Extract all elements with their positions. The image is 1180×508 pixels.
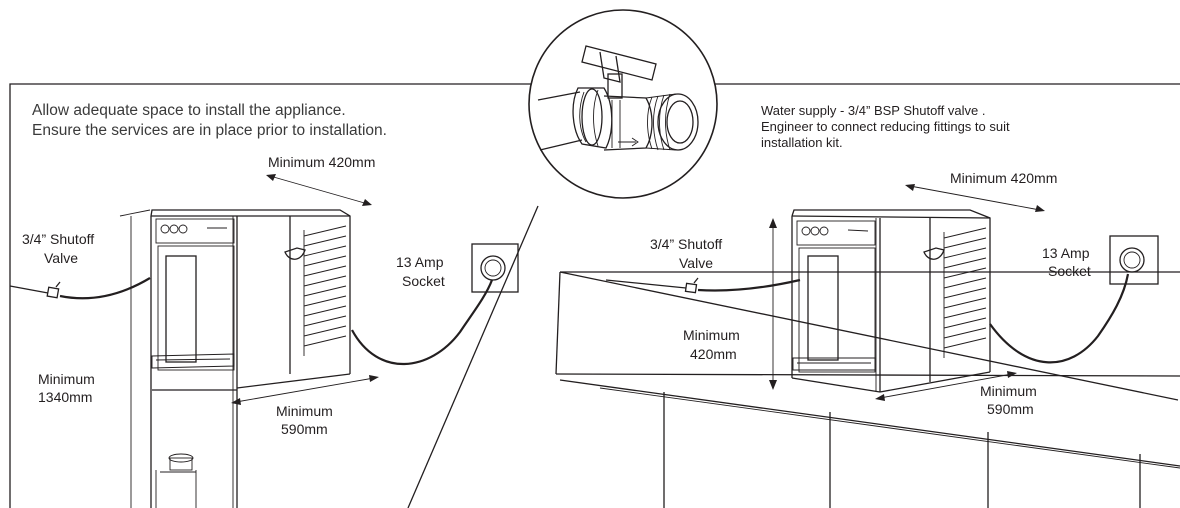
left-valve-label-2: Valve [44, 250, 78, 266]
intro-line-2: Ensure the services are in place prior t… [32, 122, 387, 139]
left-socket-label-1: 13 Amp [396, 254, 444, 270]
right-height-label-2: 420mm [690, 346, 737, 362]
left-power-socket: 13 Amp Socket [351, 243, 519, 366]
right-depth-dimension: Minimum 590mm [875, 371, 1037, 417]
right-depth-label-2: 590mm [987, 401, 1034, 417]
right-worktop [555, 271, 1180, 508]
left-socket-label-2: Socket [402, 273, 445, 289]
left-width-dimension: Minimum 420mm [266, 154, 375, 206]
right-note-line-3: installation kit. [761, 135, 843, 150]
right-note-line-2: Engineer to connect reducing fittings to… [761, 119, 1010, 134]
right-width-dimension: Minimum 420mm [905, 170, 1057, 212]
right-power-socket: 13 Amp Socket [989, 235, 1159, 364]
right-socket-label-1: 13 Amp [1042, 245, 1090, 261]
right-countertop-cooler [791, 209, 991, 393]
right-note-line-1: Water supply - 3/4” BSP Shutoff valve . [761, 103, 985, 118]
left-width-label: Minimum 420mm [268, 154, 375, 170]
right-width-label: Minimum 420mm [950, 170, 1057, 186]
left-height-label-1: Minimum [38, 371, 95, 387]
right-socket-label-2: Socket [1048, 263, 1091, 279]
valve-detail-callout [528, 9, 718, 199]
left-shutoff-valve: 3/4” Shutoff Valve [9, 231, 151, 300]
right-valve-label-2: Valve [679, 255, 713, 271]
left-depth-dimension: Minimum 590mm [231, 375, 379, 437]
left-height-dimension: Minimum 1340mm [38, 209, 151, 508]
left-panel-text: Allow adequate space to install the appl… [32, 102, 387, 139]
right-height-label-1: Minimum [683, 327, 740, 343]
left-valve-label-1: 3/4” Shutoff [22, 231, 94, 247]
right-valve-label-1: 3/4” Shutoff [650, 236, 722, 252]
right-depth-label-1: Minimum [980, 383, 1037, 399]
left-height-label-2: 1340mm [38, 389, 92, 405]
panel-frame [9, 83, 1180, 508]
right-height-dimension: Minimum 420mm [683, 218, 777, 390]
left-depth-label-2: 590mm [281, 421, 328, 437]
right-panel-note: Water supply - 3/4” BSP Shutoff valve . … [761, 103, 1010, 150]
intro-line-1: Allow adequate space to install the appl… [32, 102, 346, 119]
left-floor-standing-cooler [150, 209, 351, 508]
left-depth-label-1: Minimum [276, 403, 333, 419]
right-shutoff-valve: 3/4” Shutoff Valve [605, 236, 801, 294]
